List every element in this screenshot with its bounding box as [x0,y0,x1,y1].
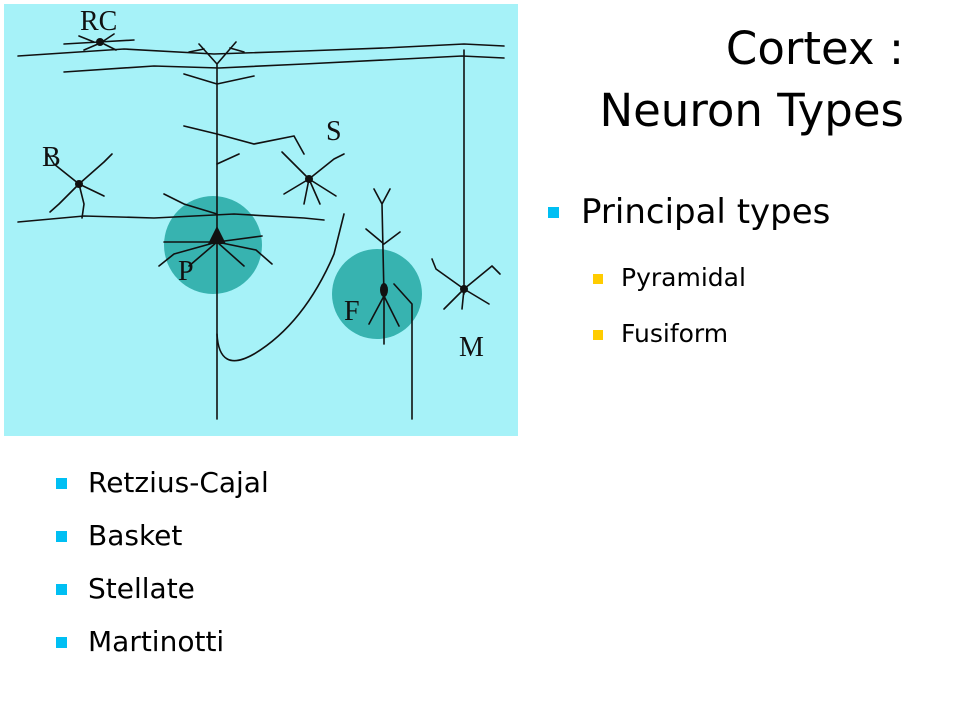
pyramidal-soma [208,226,226,244]
label-b: B [42,142,61,173]
label-s: S [326,116,342,147]
square-bullet-icon [593,330,603,340]
pyramidal-basal [158,235,273,267]
stellate-soma [305,175,313,183]
basket-neuron [47,153,113,219]
other-types-list: Retzius-Cajal Basket Stellate Martinotti [56,456,269,668]
fusiform-neuron [365,188,413,420]
neuron-drawing: RC S B P F M [17,6,505,420]
title-line-1: Cortex : [725,22,904,75]
list-item: Retzius-Cajal [56,456,269,509]
martinotti-soma [460,285,468,293]
axon-loop [216,213,345,362]
square-bullet-icon [593,274,603,284]
stellate-neuron [281,151,345,205]
square-bullet-icon [56,531,67,542]
label-p: P [178,256,194,287]
label-m: M [459,332,484,363]
list-item: Stellate [56,562,269,615]
top-fiber-2 [63,55,505,73]
principal-subtypes-list: Pyramidal Fusiform [593,250,746,362]
neuron-type-label: Retzius-Cajal [88,466,269,499]
square-bullet-icon [56,478,67,489]
subtype-label: Fusiform [621,319,729,348]
middle-fiber [17,213,325,223]
square-bullet-icon [56,637,67,648]
list-item: Pyramidal [593,250,746,306]
neuron-type-label: Basket [88,519,183,552]
principal-types-item: Principal types [548,190,830,234]
basket-soma [75,180,83,188]
top-fiber [17,43,505,57]
slide-title: Cortex : Neuron Types [524,18,904,142]
subtype-label: Pyramidal [621,263,746,292]
list-item: Fusiform [593,306,746,362]
list-item: Basket [56,509,269,562]
martinotti-neuron [431,258,501,310]
square-bullet-icon [56,584,67,595]
neuron-type-label: Stellate [88,572,195,605]
neuron-diagram: RC S B P F M [4,4,518,436]
title-line-2: Neuron Types [599,84,904,137]
pyramidal-branches [163,125,305,215]
principal-types-label: Principal types [581,192,831,232]
neuron-type-label: Martinotti [88,625,225,658]
square-bullet-icon [548,207,559,218]
rc-soma [96,38,104,46]
label-rc: RC [80,6,117,37]
fusiform-soma [380,283,388,297]
fusiform-highlight [332,249,422,339]
label-f: F [344,296,360,327]
principal-types-list: Principal types [548,190,830,234]
list-item: Martinotti [56,615,269,668]
